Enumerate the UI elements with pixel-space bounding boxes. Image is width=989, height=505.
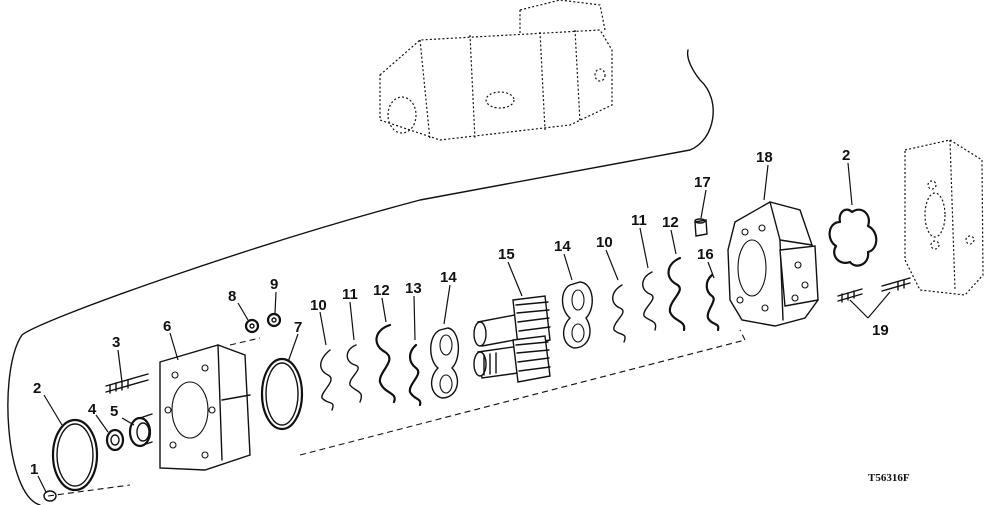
- part-10-seal-left: [320, 349, 334, 411]
- callout-labels: 1 2 3 4 5 6 7 8 9 10 11 12 13 14 15 14 1…: [30, 147, 889, 478]
- rear-cover: [904, 139, 984, 296]
- part-4-ring: [105, 428, 125, 452]
- callout-12: 12: [373, 282, 390, 299]
- part-10-seal-right: [612, 284, 626, 343]
- part-2-oring-left: [51, 418, 99, 492]
- part-2-oring-right: [828, 208, 878, 267]
- callout-10: 10: [310, 297, 327, 314]
- axis-lines: [47, 329, 746, 497]
- part-3-stud: [105, 373, 149, 394]
- callout-11: 11: [342, 286, 358, 303]
- callout-2b: 2: [842, 147, 850, 164]
- callout-14: 14: [440, 269, 457, 286]
- part-8-nut: [244, 318, 260, 334]
- callout-9: 9: [270, 276, 278, 293]
- part-9-nut: [266, 312, 282, 328]
- part-11-seal-right: [642, 271, 657, 331]
- part-13-seal-left: [408, 343, 422, 407]
- callout-7: 7: [294, 319, 302, 336]
- part-12-seal-right: [667, 256, 686, 332]
- figure-id-label: T56316F: [868, 472, 910, 484]
- callout-1: 1: [30, 461, 38, 478]
- callout-3: 3: [112, 334, 120, 351]
- part-19-studs: [837, 277, 911, 303]
- callout-10b: 10: [596, 234, 613, 251]
- callout-5: 5: [110, 403, 118, 420]
- part-12-seal-left: [375, 323, 396, 404]
- callout-15: 15: [498, 246, 515, 263]
- callout-13: 13: [405, 280, 422, 297]
- callout-18: 18: [756, 149, 773, 166]
- callout-8: 8: [228, 288, 236, 305]
- leader-lines: [37, 162, 891, 493]
- callout-2: 2: [33, 380, 41, 397]
- callout-17: 17: [694, 174, 711, 191]
- envelope-outline: [7, 49, 714, 505]
- part-16-seal: [705, 273, 720, 332]
- part-15-gear-set: [473, 295, 551, 383]
- part-18-housing: [727, 201, 819, 327]
- part-1-seal: [43, 490, 57, 502]
- callout-14b: 14: [554, 238, 571, 255]
- callout-12b: 12: [662, 214, 679, 231]
- callout-4: 4: [88, 401, 97, 418]
- callout-19: 19: [872, 322, 889, 339]
- part-14-wear-plate-left: [430, 327, 459, 399]
- part-11-seal-left: [346, 344, 362, 403]
- callout-11b: 11: [631, 212, 647, 229]
- assembled-pump: [379, 0, 613, 141]
- callout-16: 16: [697, 246, 714, 263]
- callout-6: 6: [163, 318, 171, 335]
- part-7-oring: [260, 357, 304, 431]
- part-14-wear-plate-right: [561, 281, 593, 349]
- part-17-dowel: [694, 218, 708, 237]
- part-5-bushing: [128, 413, 153, 448]
- part-6-front-plate: [159, 344, 251, 471]
